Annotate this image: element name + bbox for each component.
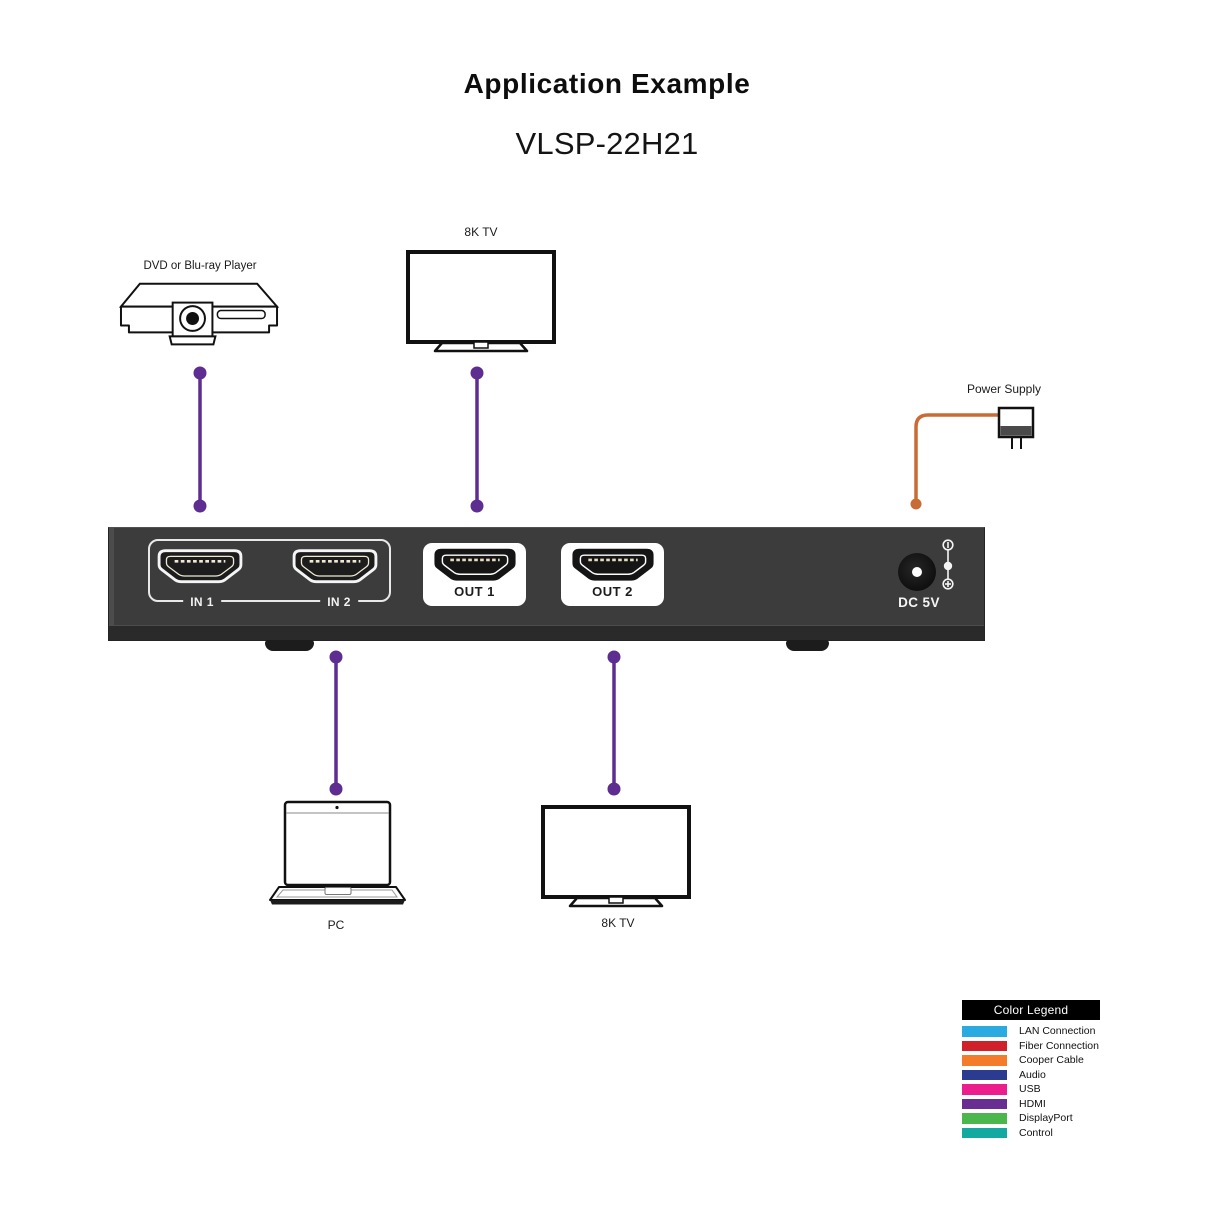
hdmi-cable-out2-to-tv <box>607 650 621 796</box>
legend-swatch <box>962 1113 1007 1124</box>
power-cable <box>910 413 999 510</box>
legend-item: Fiber Connection <box>962 1039 1112 1052</box>
output-port-out2: OUT 2 <box>561 543 664 606</box>
legend-item: USB <box>962 1083 1112 1096</box>
power-adapter-icon <box>997 406 1035 449</box>
legend-swatch <box>962 1040 1007 1051</box>
pc-laptop-icon <box>269 800 406 905</box>
port-label-in1: IN 1 <box>183 595 221 609</box>
color-legend-title: Color Legend <box>962 1000 1100 1020</box>
hdmi-port-in1-icon <box>157 549 243 584</box>
legend-swatch <box>962 1026 1007 1037</box>
input-ports-group: IN 1 IN 2 <box>148 539 391 609</box>
legend-item-label: DisplayPort <box>1019 1112 1073 1125</box>
legend-item: Cooper Cable <box>962 1054 1112 1067</box>
legend-swatch <box>962 1084 1007 1095</box>
polarity-icon <box>942 539 954 590</box>
legend-item-label: Fiber Connection <box>1019 1039 1099 1052</box>
tv-bottom-label: 8K TV <box>601 916 635 930</box>
port-label-out1: OUT 1 <box>454 584 495 599</box>
legend-item-label: HDMI <box>1019 1097 1046 1110</box>
hdmi-port-out1-icon <box>433 548 516 581</box>
legend-item-label: Audio <box>1019 1068 1046 1081</box>
tv-top-icon <box>406 250 556 353</box>
page-title: Application Example <box>463 68 751 99</box>
legend-item-label: LAN Connection <box>1019 1025 1096 1038</box>
legend-swatch <box>962 1098 1007 1109</box>
legend-item: HDMI <box>962 1097 1112 1110</box>
tv-top-label: 8K TV <box>464 225 498 239</box>
pc-label: PC <box>327 918 345 932</box>
dc-power-jack <box>898 553 936 591</box>
port-label-out2: OUT 2 <box>592 584 633 599</box>
power-supply-label: Power Supply <box>966 382 1042 396</box>
output-port-out1: OUT 1 <box>423 543 526 606</box>
legend-swatch <box>962 1055 1007 1066</box>
model-number: VLSP-22H21 <box>515 126 699 161</box>
legend-item-label: USB <box>1019 1083 1041 1096</box>
device-foot <box>786 640 829 651</box>
dvd-player-icon <box>118 282 280 346</box>
legend-swatch <box>962 1127 1007 1138</box>
dc-voltage-label: DC 5V <box>898 595 940 610</box>
tv-bottom-icon <box>541 805 691 908</box>
dc-jack-pin <box>912 567 922 577</box>
hdmi-port-out2-icon <box>571 548 654 581</box>
device-foot <box>265 640 314 651</box>
hdmi-cable-tv-to-out1 <box>470 366 484 513</box>
port-label-in2: IN 2 <box>320 595 358 609</box>
hdmi-cable-dvd-to-in1 <box>193 366 207 513</box>
legend-item: Audio <box>962 1068 1112 1081</box>
legend-swatch <box>962 1069 1007 1080</box>
legend-item: Control <box>962 1126 1112 1139</box>
device-edge-highlight <box>109 528 114 640</box>
hdmi-cable-in2-to-pc <box>329 650 343 796</box>
device-bottom-band <box>109 625 984 640</box>
legend-item: DisplayPort <box>962 1112 1112 1125</box>
hdmi-splitter-device: IN 1 IN 2 OUT 1 <box>108 527 985 651</box>
hdmi-port-in2-icon <box>292 549 378 584</box>
legend-item-label: Cooper Cable <box>1019 1054 1084 1067</box>
legend-item: LAN Connection <box>962 1025 1112 1038</box>
legend-item-label: Control <box>1019 1126 1053 1139</box>
dvd-player-label: DVD or Blu-ray Player <box>143 260 257 272</box>
